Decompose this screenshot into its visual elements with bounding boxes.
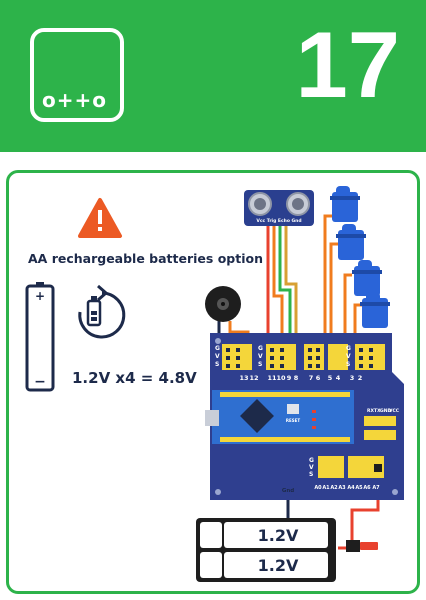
- pin-4: 4: [336, 374, 341, 382]
- serial-vcc: VCC: [389, 408, 400, 414]
- battery-top-label: 1.2V: [258, 526, 299, 545]
- aa-battery-icon: + −: [25, 282, 55, 392]
- analog-header: G V S A0 A1 A2 A3 A4 A5 A6 A7: [309, 456, 384, 491]
- pin-12: 12: [249, 374, 258, 382]
- header-bar: o++o 17: [0, 0, 426, 152]
- top-pin-header: G V S G V S G V S: [215, 344, 385, 370]
- analog-a2: A2: [330, 485, 338, 491]
- analog-a0: A0: [314, 485, 322, 491]
- gvs-s-2: S: [258, 361, 262, 368]
- analog-a5: A5: [355, 485, 363, 491]
- servo-motors: [330, 186, 390, 328]
- analog-a4: A4: [347, 485, 355, 491]
- pin-10: 10: [276, 374, 286, 382]
- pin-11: 11: [267, 374, 277, 382]
- wires: [217, 214, 380, 550]
- reset-label: RESET: [286, 418, 300, 423]
- gvs-s-3: S: [346, 361, 350, 368]
- top-pin-numbers: 13 12 11 10 9 8 7 6 5 4 3 2: [239, 374, 362, 382]
- recharge-icon: [78, 284, 126, 339]
- gvs-g-4: G: [309, 457, 314, 464]
- gvs-g-1: G: [215, 345, 220, 352]
- serial-rx: RX: [367, 408, 374, 414]
- pin-6: 6: [316, 374, 321, 382]
- pin-9: 9: [287, 374, 292, 382]
- servo-3: [352, 260, 382, 296]
- arduino-nano: RESET: [205, 390, 354, 444]
- gvs-v-1: V: [215, 353, 220, 360]
- analog-a1: A1: [322, 485, 330, 491]
- pin-5: 5: [328, 374, 333, 382]
- servo-2: [336, 224, 366, 260]
- gvs-v-2: V: [258, 353, 263, 360]
- content-frame: [6, 170, 420, 594]
- analog-a7: A7: [372, 485, 380, 491]
- ultrasonic-sensor: Vcc Trig Echo Gnd: [244, 190, 314, 226]
- voltage-formula: 1.2V x4 = 4.8V: [72, 369, 197, 387]
- gvs-s-1: S: [215, 361, 219, 368]
- serial-tx: TX: [374, 408, 381, 414]
- expansion-board: G V S G V S G V S 13 12 11 10 9 8 7 6 5: [205, 333, 404, 500]
- warning-icon: [78, 198, 122, 238]
- servo-1: [330, 186, 360, 222]
- serial-header: RX TX GND VCC: [364, 408, 400, 440]
- serial-gnd: GND: [380, 408, 391, 414]
- power-switch: [346, 540, 378, 552]
- battery-plus: +: [35, 289, 45, 303]
- analog-a3: A3: [338, 485, 346, 491]
- sensor-pin-labels: Vcc Trig Echo Gnd: [256, 218, 301, 224]
- gvs-s-4: S: [309, 471, 313, 478]
- pin-13: 13: [239, 374, 248, 382]
- gnd-label: Gnd: [282, 488, 294, 494]
- gvs-g-3: G: [346, 345, 351, 352]
- pin-7: 7: [309, 374, 314, 382]
- buzzer: [205, 286, 241, 322]
- battery-minus: −: [34, 374, 46, 390]
- analog-a6: A6: [363, 485, 371, 491]
- gvs-v-4: V: [309, 464, 314, 471]
- gvs-g-2: G: [258, 345, 263, 352]
- logo-text: o++o: [42, 88, 107, 112]
- pin-3: 3: [350, 374, 355, 382]
- warning-title: AA rechargeable batteries option: [28, 251, 263, 266]
- pin-8: 8: [294, 374, 299, 382]
- otto-logo: o++o: [30, 28, 124, 122]
- servo-4: [360, 292, 390, 328]
- battery-pack: 1.2V 1.2V: [196, 518, 336, 582]
- gvs-v-3: V: [346, 353, 351, 360]
- pin-2: 2: [358, 374, 363, 382]
- battery-bottom-label: 1.2V: [258, 556, 299, 575]
- step-number: 17: [295, 12, 400, 117]
